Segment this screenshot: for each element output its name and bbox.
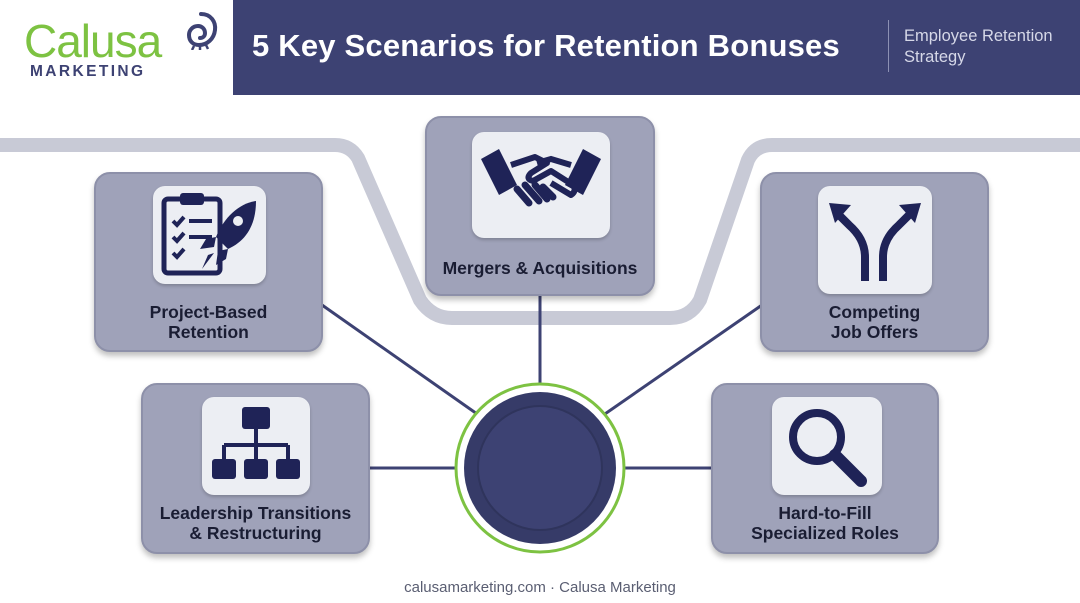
scenario-label: Project-Based Retention [149,302,268,342]
scenario-label: Competing Job Offers [828,302,921,342]
scenario-label: Hard-to-Fill Specialized Roles [751,503,899,543]
scenario-card-mergers[interactable]: Mergers & Acquisitions [425,116,655,296]
diverging-arrows-icon [829,203,921,281]
handshake-icon [481,149,601,207]
scenario-card-leadership[interactable]: Leadership Transitions & Restructuring [141,383,370,554]
magnifier-icon [789,409,867,487]
footer-credit: calusamarketing.com · Calusa Marketing [404,579,676,596]
logo-wordmark: Calusa [24,15,162,67]
clipboard-rocket-icon [161,193,256,276]
connector-top-right [601,303,763,418]
calusa-logo[interactable]: Calusa MARKETING [24,10,224,85]
scenario-card-specialized-roles[interactable]: Hard-to-Fill Specialized Roles [711,383,939,554]
org-chart-icon [212,407,300,479]
scenario-label: Leadership Transitions & Restructuring [159,503,352,543]
background-track [0,138,1080,325]
central-hub [454,382,626,554]
scenario-label: Mergers & Acquisitions [442,258,638,278]
scenario-card-project-based[interactable]: Project-Based Retention [94,172,323,352]
logo-tagline: MARKETING [30,63,146,80]
header-bar [233,0,1080,95]
connector-top-left [321,303,481,418]
icon-tile [772,397,882,495]
nautilus-shell-icon [186,12,218,50]
icon-tile [202,397,310,495]
page-subtitle: Employee Retention Strategy [904,27,1053,66]
icon-tile [472,132,610,238]
page-title: 5 Key Scenarios for Retention Bonuses [252,28,840,63]
icon-tile [153,186,266,284]
header-divider [888,20,889,72]
scenario-card-competing-offers[interactable]: Competing Job Offers [760,172,989,352]
icon-tile [818,186,932,294]
